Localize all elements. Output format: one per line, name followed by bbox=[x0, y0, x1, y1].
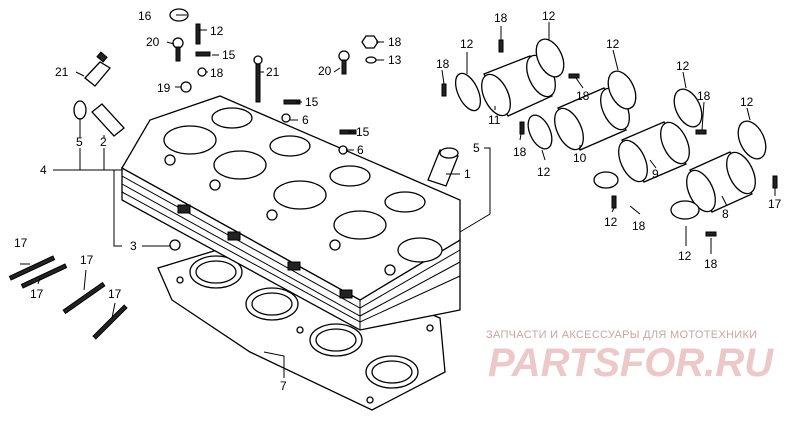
callout-12: 12 bbox=[537, 165, 551, 179]
callout-12: 12 bbox=[604, 215, 618, 229]
callout-18: 18 bbox=[494, 11, 508, 25]
watermark-tagline: ЗАПЧАСТИ И АКСЕССУАРЫ ДЛЯ МОТОТЕХНИКИ bbox=[486, 329, 757, 341]
callout-13: 12 bbox=[210, 24, 224, 38]
callout-8: 8 bbox=[722, 207, 729, 221]
intake-parts bbox=[441, 38, 778, 237]
callout-18: 18 bbox=[576, 89, 590, 103]
callout-18: 18 bbox=[436, 57, 450, 71]
callout-18: 18 bbox=[704, 257, 718, 271]
callout-9: 9 bbox=[652, 167, 659, 181]
callout-1: 1 bbox=[464, 167, 471, 181]
callout-18: 17 bbox=[768, 197, 782, 211]
callout-12: 12 bbox=[676, 59, 690, 73]
callout-12: 12 bbox=[606, 37, 620, 51]
callout-4: 4 bbox=[40, 163, 47, 177]
callout-12: 12 bbox=[740, 95, 754, 109]
callout-17: 17 bbox=[30, 287, 44, 301]
callout-20: 18 bbox=[210, 66, 224, 80]
callout-15: 15 bbox=[305, 95, 319, 109]
watermark-brand: PARTSFOR.RU bbox=[488, 341, 774, 385]
callout-17: 17 bbox=[80, 253, 94, 267]
callout-23: 21 bbox=[55, 65, 69, 79]
callout-15: 15 bbox=[222, 48, 236, 62]
callout-2: 2 bbox=[100, 135, 107, 149]
callout-12: 12 bbox=[460, 37, 474, 51]
cylinder-head bbox=[121, 95, 461, 331]
callout-15: 15 bbox=[356, 125, 370, 139]
callout-12: 12 bbox=[678, 249, 692, 263]
leader-lines bbox=[20, 14, 776, 378]
callout-20: 19 bbox=[157, 81, 171, 95]
callout-11: 11 bbox=[488, 113, 501, 127]
callout-labels: 16 12 20 15 18 19 21 21 5 2 4 3 15 6 15 … bbox=[14, 9, 782, 393]
callout-6: 6 bbox=[302, 113, 309, 127]
callout-6: 6 bbox=[357, 143, 364, 157]
callout-7: 7 bbox=[280, 379, 287, 393]
callout-17: 17 bbox=[108, 287, 122, 301]
callout-18: 18 bbox=[513, 145, 527, 159]
callout-12: 12 bbox=[542, 9, 556, 23]
callout-17: 17 bbox=[14, 236, 28, 250]
callout-18: 18 bbox=[632, 219, 646, 233]
callout-10: 10 bbox=[573, 151, 587, 165]
callout-16: 16 bbox=[138, 9, 152, 23]
callout-14: 13 bbox=[388, 53, 402, 67]
callout-21: 20 bbox=[146, 35, 160, 49]
callout-22: 21 bbox=[266, 65, 280, 79]
callout-18: 18 bbox=[697, 89, 711, 103]
callout-3: 3 bbox=[130, 239, 137, 253]
callout-5: 5 bbox=[76, 135, 83, 149]
callout-19: 18 bbox=[388, 35, 402, 49]
callout-21: 20 bbox=[318, 64, 332, 78]
head-gasket bbox=[157, 239, 446, 411]
callout-5: 5 bbox=[473, 141, 480, 155]
